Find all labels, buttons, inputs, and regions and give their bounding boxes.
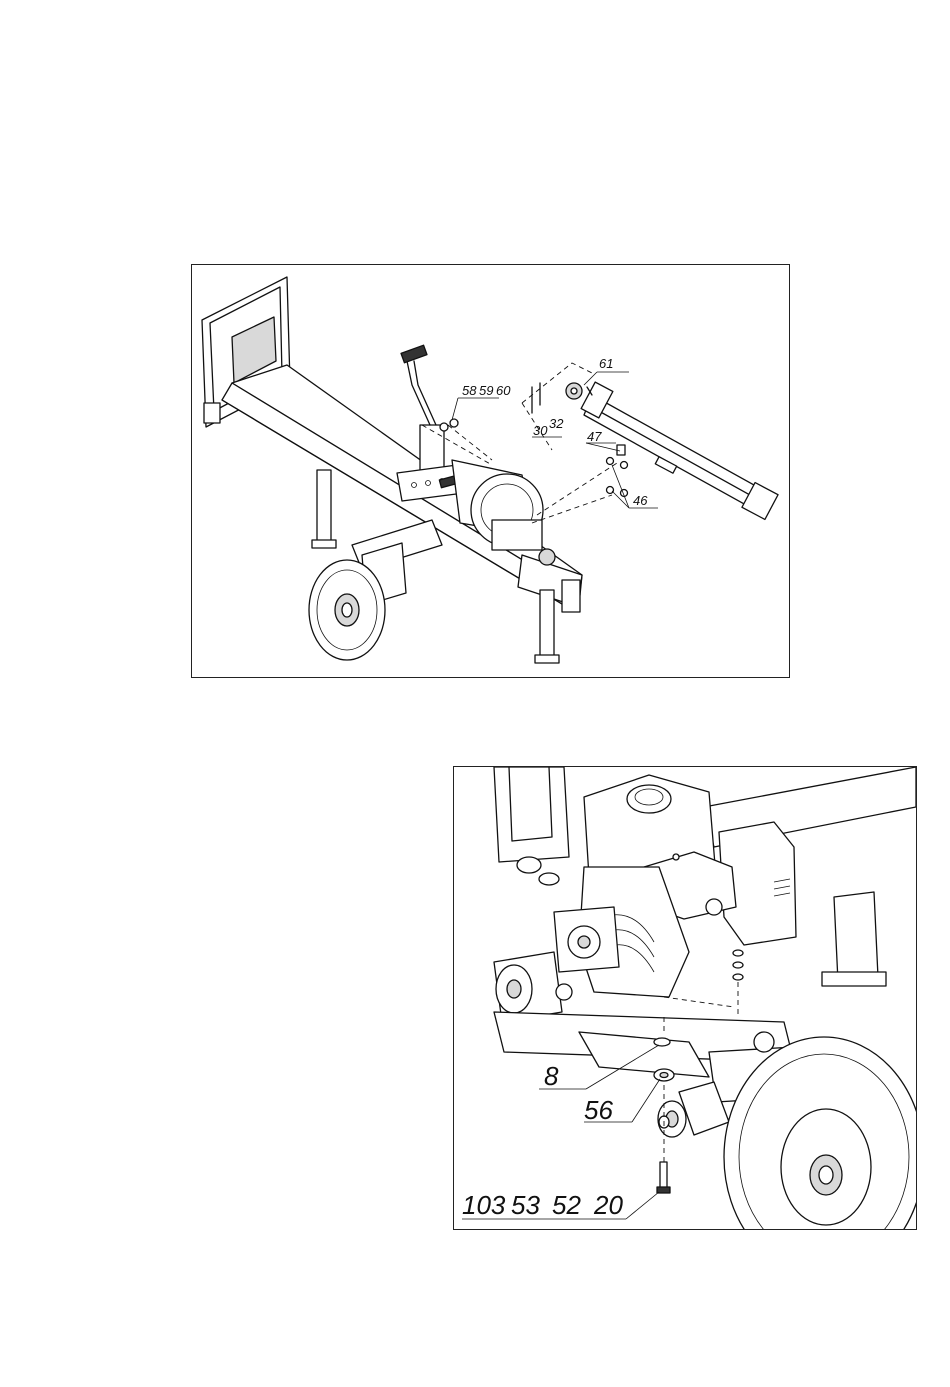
callout-20: 20 — [593, 1190, 623, 1220]
callout-59: 59 — [479, 383, 493, 398]
callout-58: 58 — [462, 383, 477, 398]
log-splitter-assembly-figure: 58 59 60 61 30 32 47 46 — [191, 264, 790, 678]
callout-53: 53 — [511, 1190, 540, 1220]
callout-8: 8 — [544, 1061, 559, 1091]
engine-mounting-figure: 8 56 103 53 52 20 — [453, 766, 917, 1230]
callout-60: 60 — [496, 383, 511, 398]
valve-block — [452, 460, 555, 565]
callout-103: 103 — [462, 1190, 506, 1220]
log-splitter-drawing: 58 59 60 61 30 32 47 46 — [192, 265, 789, 677]
callout-56: 56 — [584, 1095, 613, 1125]
engine-mounting-drawing: 8 56 103 53 52 20 — [454, 767, 916, 1229]
callout-46: 46 — [633, 493, 648, 508]
hydraulic-cylinder — [566, 382, 778, 519]
callout-47: 47 — [587, 429, 602, 444]
callout-52: 52 — [552, 1190, 581, 1220]
callout-61: 61 — [599, 356, 613, 371]
callout-32: 32 — [549, 416, 564, 431]
callout-30: 30 — [533, 423, 548, 438]
